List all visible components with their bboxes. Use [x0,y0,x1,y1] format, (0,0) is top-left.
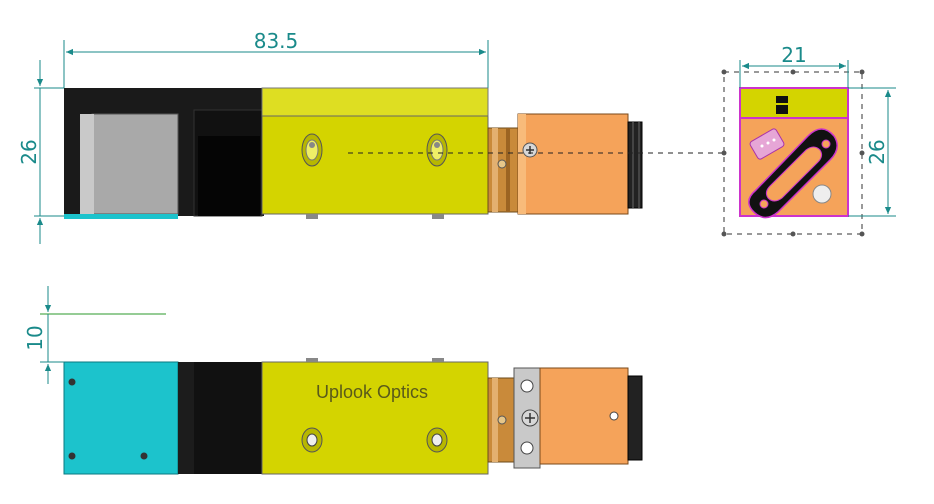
bottom-screw-right-icon [426,427,448,453]
bottom-view: Uplook Optics 10 [23,286,643,475]
dim-end-height-label: 26 [865,139,889,164]
dim-width-label: 21 [781,43,806,67]
end-view: 21 26 [721,43,896,237]
screw-phillips-icon [522,142,538,158]
brand-label: Uplook Optics [316,382,428,402]
screw-right-icon [426,133,448,167]
cyan-base-strip [64,214,178,219]
camera-body [517,113,629,215]
dim-offset-label: 10 [23,325,47,350]
bottom-yellow-body [261,361,489,475]
dim-length-label: 83.5 [254,29,299,53]
bottom-phillips-icon [521,409,539,427]
bottom-screw-left-icon [301,427,323,453]
top-view: 83.5 26 [17,29,724,244]
gray-window [91,113,179,215]
screw-left-icon [301,133,323,167]
round-window [812,184,832,204]
mount-plate-icon [748,128,838,219]
connector-icon [749,128,785,160]
cyan-block [63,361,179,475]
dim-height-label: 26 [17,139,41,164]
